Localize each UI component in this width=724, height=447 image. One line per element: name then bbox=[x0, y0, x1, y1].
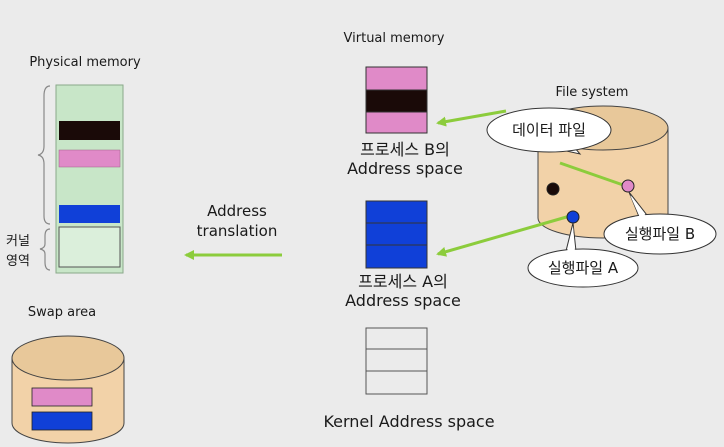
process-b-address-space bbox=[365, 66, 428, 134]
kernel-label-line2: 영역 bbox=[6, 254, 30, 269]
data-file-dot bbox=[546, 182, 560, 196]
process-b-label-line1: 프로세스 B의 bbox=[360, 140, 450, 159]
exec-b-callout bbox=[603, 191, 717, 255]
physical-black-segment bbox=[59, 121, 120, 140]
kernel-label-line1: 커널 bbox=[6, 234, 30, 249]
process-a-label-line1: 프로세스 A의 bbox=[358, 272, 448, 291]
data-file-callout bbox=[486, 107, 612, 155]
data-file-label: 데이터 파일 bbox=[512, 121, 586, 139]
swap-disk bbox=[11, 335, 125, 444]
user-area-brace bbox=[37, 85, 51, 225]
exec-b-label: 실행파일 B bbox=[625, 225, 695, 243]
physical-pink-segment bbox=[58, 149, 121, 168]
physical-memory-block bbox=[55, 84, 124, 274]
kernel-area-brace bbox=[39, 228, 51, 271]
process-a-address-space bbox=[365, 200, 428, 269]
translation-label-line1: Address bbox=[207, 202, 267, 220]
physical-blue-segment bbox=[59, 205, 120, 223]
physical-kernel-area bbox=[58, 226, 121, 268]
exec-b-dot bbox=[621, 179, 635, 193]
exec-b-link bbox=[559, 161, 627, 188]
exec-a-arrow bbox=[436, 214, 571, 257]
kernel-space-label: Kernel Address space bbox=[323, 412, 494, 431]
exec-a-callout bbox=[527, 222, 639, 288]
data-file-arrow bbox=[436, 109, 507, 127]
file-system-title: File system bbox=[556, 85, 629, 100]
exec-a-label: 실행파일 A bbox=[548, 259, 619, 277]
kernel-address-space bbox=[365, 327, 428, 395]
physical-memory-title: Physical memory bbox=[29, 55, 141, 70]
translation-label-line2: translation bbox=[197, 222, 278, 240]
swap-area-title: Swap area bbox=[28, 305, 96, 320]
swap-blue-block bbox=[31, 411, 93, 431]
virtual-memory-title: Virtual memory bbox=[344, 31, 445, 46]
swap-pink-block bbox=[31, 387, 93, 407]
process-a-label-line2: Address space bbox=[345, 291, 461, 310]
exec-a-dot bbox=[566, 210, 580, 224]
process-b-label-line2: Address space bbox=[347, 159, 463, 178]
